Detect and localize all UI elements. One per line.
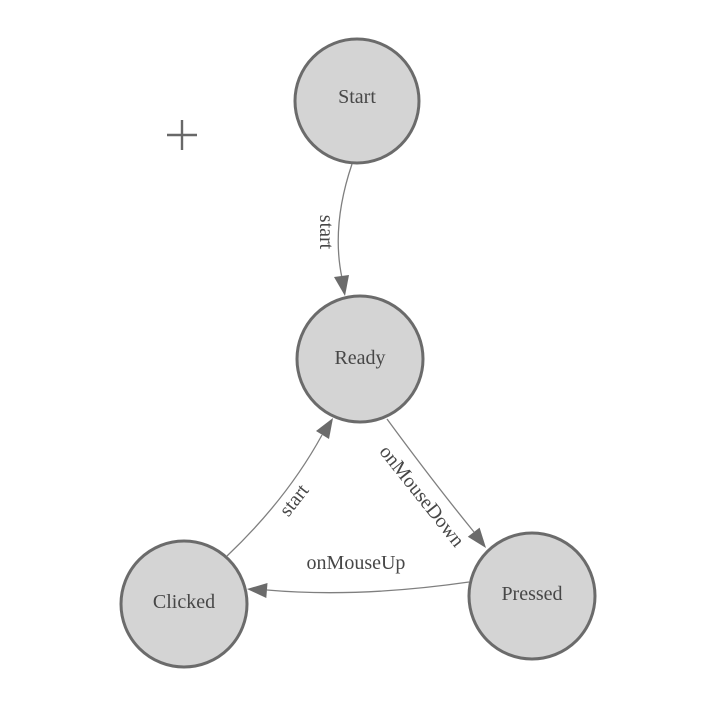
edge-path[interactable] [386,418,475,533]
state-node-start[interactable]: Start [293,37,421,165]
state-circle[interactable] [467,531,597,661]
state-circle[interactable] [293,37,421,165]
state-label: Clicked [153,591,215,613]
edge-label: start [275,480,314,521]
edge-path[interactable] [226,434,323,557]
edge-label: onMouseUp [307,552,406,574]
edge-label: onMouseDown [375,441,469,551]
state-label: Start [338,86,376,108]
transition-clicked-to-ready: start [226,418,333,557]
edge-path[interactable] [337,163,353,279]
arrowhead-icon [316,418,333,439]
edge-label: start [315,215,337,250]
state-label: Ready [334,347,385,369]
state-node-pressed[interactable]: Pressed [467,531,597,661]
state-node-ready[interactable]: Ready [295,294,425,424]
plus-crosshair-icon [167,120,197,150]
arrowhead-icon [247,583,268,598]
transition-pressed-to-clicked: onMouseUp [247,552,470,598]
arrowhead-icon [467,527,486,548]
edge-path[interactable] [266,581,470,594]
state-node-clicked[interactable]: Clicked [119,539,249,669]
state-circle[interactable] [119,539,249,669]
arrowhead-icon [334,275,349,296]
transition-start-to-ready: start [315,163,353,296]
state-circle[interactable] [295,294,425,424]
transition-ready-to-pressed: onMouseDown [375,418,486,551]
state-label: Pressed [501,583,562,605]
